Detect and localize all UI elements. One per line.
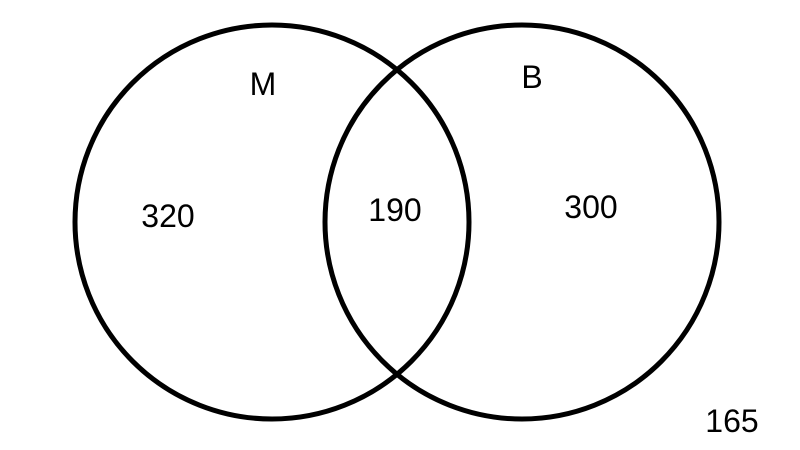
set-m-circle	[72, 22, 472, 422]
set-m-label: M	[250, 66, 277, 102]
set-b-circle	[322, 22, 722, 422]
m-only-count: 320	[141, 198, 194, 234]
b-only-count: 300	[564, 189, 617, 225]
intersection-count: 190	[368, 192, 421, 228]
outside-count: 165	[705, 403, 758, 439]
set-b-label: B	[521, 59, 542, 95]
